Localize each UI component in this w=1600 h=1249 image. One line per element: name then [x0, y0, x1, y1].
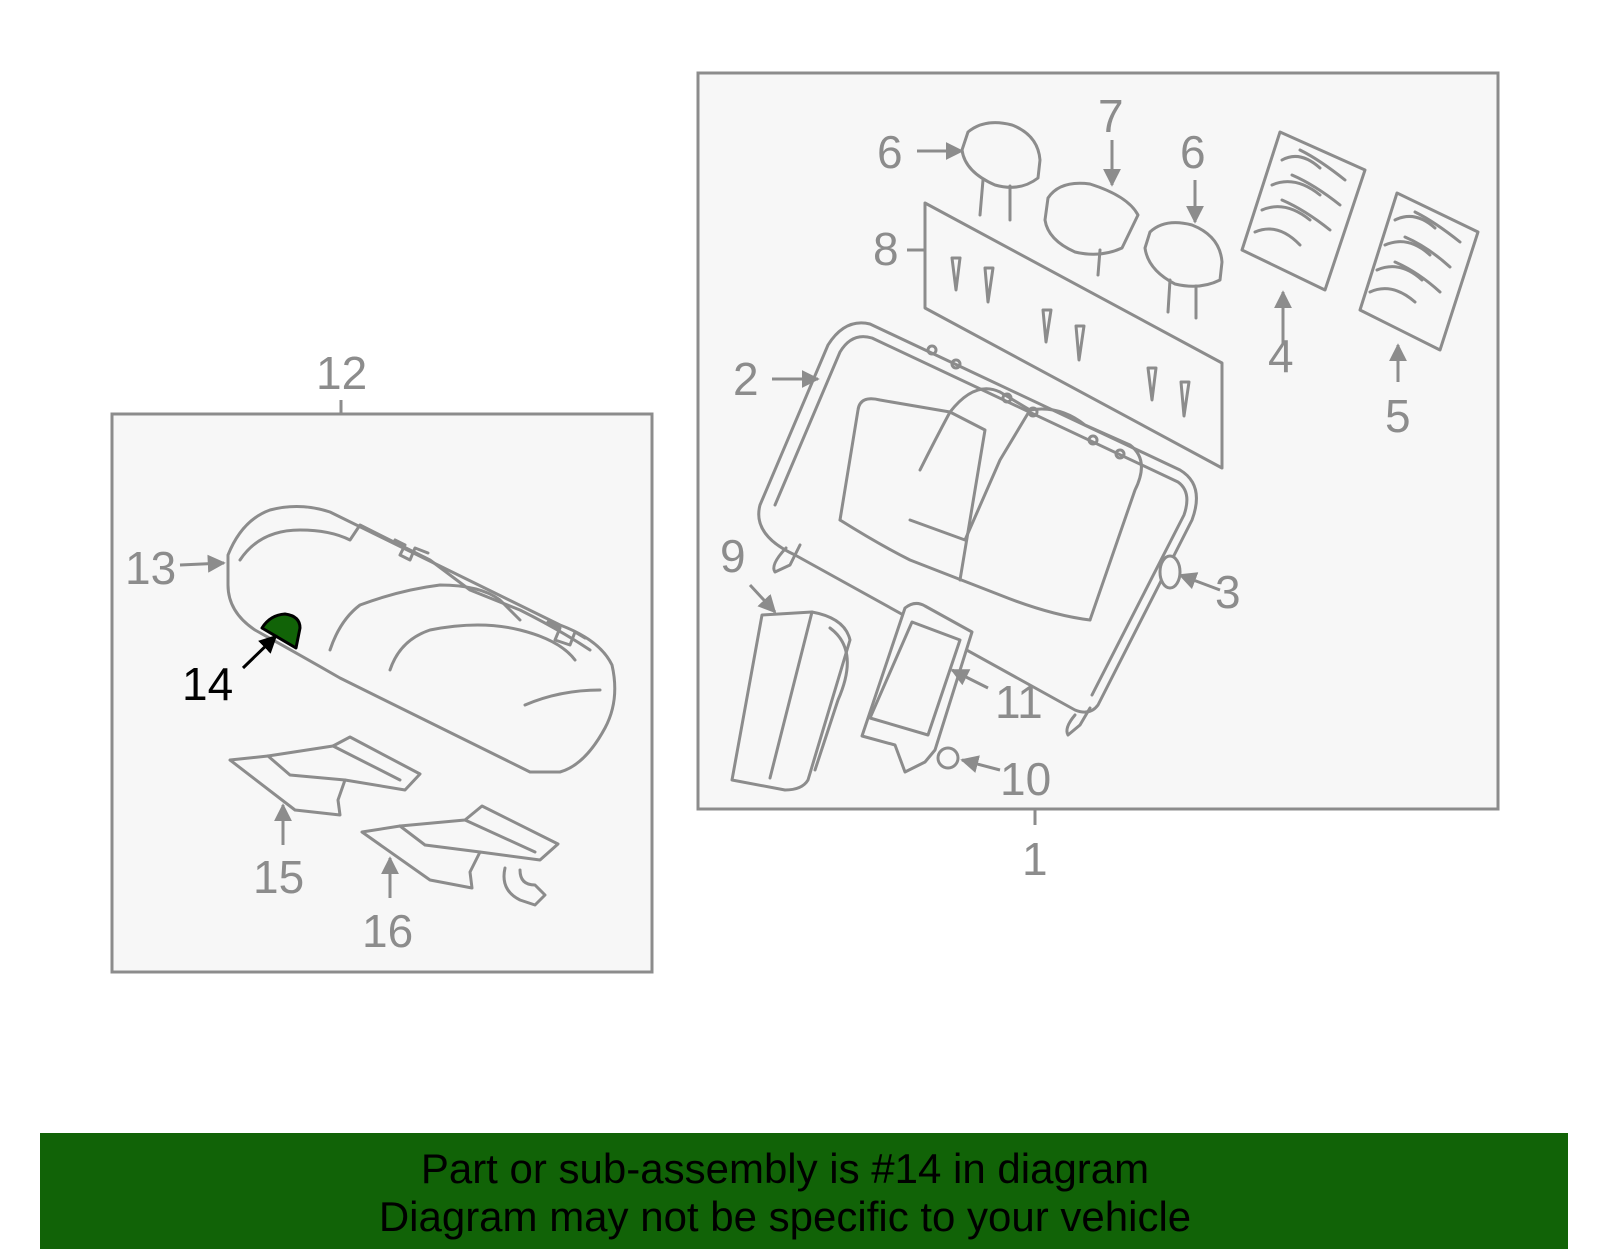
callout-7[interactable]: 7: [1098, 90, 1124, 142]
part-14-highlighted[interactable]: [260, 612, 302, 650]
callout-15[interactable]: 15: [253, 851, 304, 903]
part-4-heater-mat: [1240, 130, 1367, 292]
banner-disclaimer: Diagram may not be specific to your vehi…: [378, 1193, 1192, 1240]
part-10-cap: [936, 746, 960, 770]
part-7-center-headrest: [1043, 181, 1140, 277]
callout-6-left[interactable]: 6: [877, 126, 903, 178]
callout-3[interactable]: 3: [1215, 566, 1241, 618]
part-3-knob: [1158, 554, 1182, 590]
seat-cushion-assembly-group: 12 13 14 15 16: [110, 347, 654, 974]
callout-5[interactable]: 5: [1385, 390, 1411, 442]
part-8-bolt-panel: [923, 201, 1224, 470]
part-15-heater-pad: [228, 735, 422, 817]
callout-9[interactable]: 9: [720, 530, 746, 582]
part-6-headrest-right: [1143, 221, 1224, 320]
callout-4[interactable]: 4: [1268, 330, 1294, 382]
part-6-headrest-left: [960, 121, 1042, 222]
callout-1[interactable]: 1: [1022, 833, 1048, 885]
part-2-seat-back: [757, 321, 1198, 737]
callout-6-right[interactable]: 6: [1180, 126, 1206, 178]
callout-8[interactable]: 8: [873, 223, 899, 275]
callout-12[interactable]: 12: [316, 347, 367, 399]
seat-back-assembly-group: 1 2 3 4 5 6 6 7 8 9 10 11: [696, 71, 1500, 885]
part-11-plate: [860, 601, 974, 774]
part-16-heater-pad: [360, 804, 560, 907]
callout-14[interactable]: 14: [182, 658, 233, 710]
info-banner: Part or sub-assembly is #14 in diagram D…: [40, 1133, 1568, 1249]
callout-2[interactable]: 2: [733, 353, 759, 405]
callout-11[interactable]: 11: [995, 676, 1043, 728]
banner-part-note: Part or sub-assembly is #14 in diagram: [420, 1145, 1150, 1192]
callout-10[interactable]: 10: [1000, 753, 1051, 805]
part-9-armrest: [730, 610, 852, 792]
callout-13[interactable]: 13: [125, 542, 176, 594]
part-5-heater-mat: [1358, 191, 1480, 352]
callout-16[interactable]: 16: [362, 905, 413, 957]
